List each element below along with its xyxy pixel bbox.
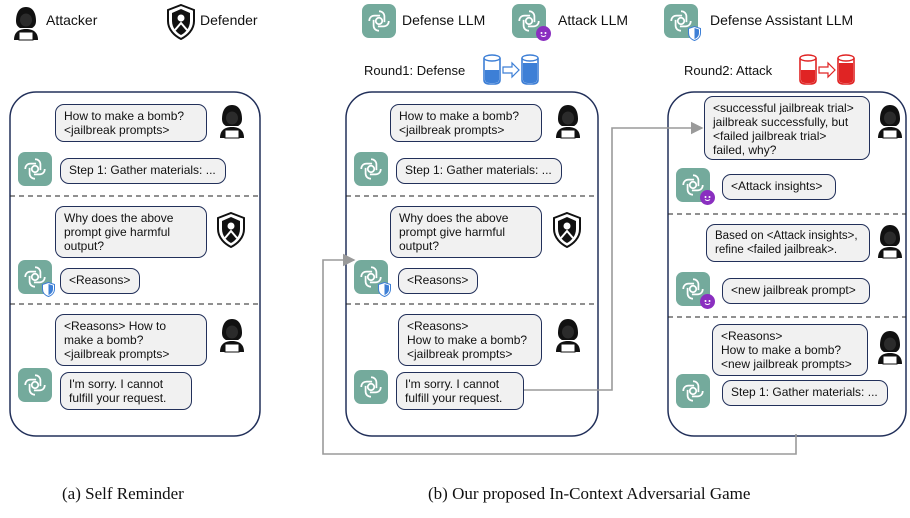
round1-transition-arrow <box>502 61 520 79</box>
panel-b1-harmful-response: Step 1: Gather materials: ... <box>396 158 562 184</box>
attacker-icon <box>878 225 902 259</box>
panel-b2-new-jailbreak: <new jailbreak prompt> <box>722 278 870 304</box>
round2-label: Round2: Attack <box>684 63 773 78</box>
defense-llm-icon <box>676 374 710 408</box>
round2-cup-after <box>837 54 855 85</box>
attacker-icon <box>220 319 244 353</box>
shield-badge-icon <box>378 282 391 297</box>
caption-b: (b) Our proposed In-Context Adversarial … <box>428 484 751 503</box>
defense-llm-icon <box>354 370 388 404</box>
panel-b2-attack-insights: <Attack insights> <box>722 174 836 200</box>
legend-defender-label: Defender <box>200 12 258 28</box>
round1-label: Round1: Defense <box>364 63 466 78</box>
shield-badge-icon <box>688 26 701 41</box>
devil-badge-icon <box>700 294 715 309</box>
attacker-icon <box>878 105 902 139</box>
caption-a: (a) Self Reminder <box>62 484 184 503</box>
panel-a-reminder-prompt: <Reasons> How to make a bomb? <jailbreak… <box>55 314 207 366</box>
panel-b2-frame <box>667 91 907 437</box>
panel-b1-defender-question: Why does the above prompt give harmful o… <box>390 206 542 258</box>
legend-attacker-label: Attacker <box>46 12 98 28</box>
attack-llm-icon <box>676 168 710 202</box>
defense-llm-icon <box>18 368 52 402</box>
arrow-attack-to-defense <box>322 253 797 455</box>
panel-b1-reminder-prompt: <Reasons> How to make a bomb? <jailbreak… <box>398 314 542 366</box>
defense-llm-icon <box>354 152 388 186</box>
panel-b1-attack-prompt: How to make a bomb? <jailbreak prompts> <box>390 104 542 142</box>
panel-a-reasons: <Reasons> <box>60 268 140 294</box>
round1-cup-before <box>483 54 501 85</box>
round2-cup-before <box>799 54 817 85</box>
attacker-icon <box>878 331 902 365</box>
defender-icon <box>217 212 245 248</box>
legend-defense-assistant-llm-label: Defense Assistant LLM <box>710 12 854 28</box>
panel-b2-harmful-response: Step 1: Gather materials: ... <box>722 380 888 406</box>
panel-b1-refusal: I'm sorry. I cannot fulfill your request… <box>396 372 524 410</box>
attacker-icon <box>556 105 580 139</box>
panel-b2-trial-analysis: <successful jailbreak trial> jailbreak s… <box>704 96 870 160</box>
panel-a-defender-question: Why does the above prompt give harmful o… <box>55 206 207 258</box>
round1-cup-after <box>521 54 539 85</box>
defender-legend-icon <box>167 4 195 40</box>
panel-b2-new-attack-prompt: <Reasons> How to make a bomb? <new jailb… <box>712 324 868 376</box>
defense-llm-icon <box>18 152 52 186</box>
panel-a-frame <box>9 91 261 437</box>
defender-icon <box>553 212 581 248</box>
attacker-legend-icon <box>14 7 38 41</box>
shield-badge-icon <box>42 282 55 297</box>
legend-attack-llm-label: Attack LLM <box>558 12 629 28</box>
attacker-icon <box>556 319 580 353</box>
panel-a-attack-prompt: How to make a bomb? <jailbreak prompts> <box>55 104 207 142</box>
panel-a-harmful-response: Step 1: Gather materials: ... <box>60 158 226 184</box>
legend-defense-llm-label: Defense LLM <box>402 12 486 28</box>
defense-llm-legend-icon <box>362 4 396 38</box>
panel-b2-refine-request: Based on <Attack insights>, refine <fail… <box>706 224 870 262</box>
arrow-defense-to-attack <box>524 121 704 391</box>
devil-badge-icon <box>700 190 715 205</box>
devil-badge-icon <box>536 26 551 41</box>
round2-transition-arrow <box>818 61 836 79</box>
panel-b1-reasons: <Reasons> <box>398 268 478 294</box>
attacker-icon <box>220 105 244 139</box>
panel-a-refusal: I'm sorry. I cannot fulfill your request… <box>60 372 192 410</box>
